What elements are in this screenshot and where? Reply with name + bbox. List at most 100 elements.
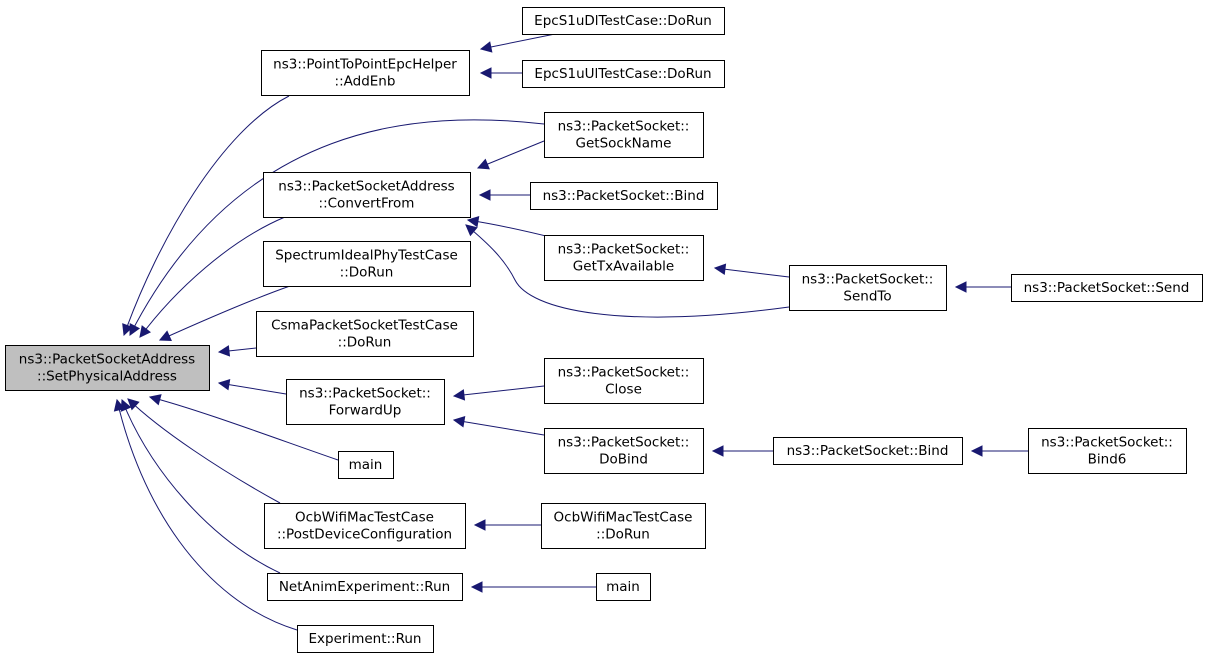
edge-n3-n1	[479, 67, 522, 79]
node-box[interactable]	[263, 241, 471, 287]
edge-arrowhead	[478, 189, 491, 201]
node-label-line: ForwardUp	[329, 403, 402, 419]
node-label-line: OcbWifiMacTestCase	[295, 510, 434, 526]
node-box[interactable]	[789, 265, 947, 311]
node-label-line: ns3::PacketSocket::Bind	[543, 188, 705, 204]
node-label-line: ::AddEnb	[335, 74, 396, 90]
node-n15[interactable]: ns3::PacketSocket::Bind	[773, 437, 963, 465]
node-label-line: NetAnimExperiment::Run	[279, 579, 450, 595]
edge-n11-n0	[217, 345, 257, 357]
node-label-line: ::DoRun	[596, 527, 650, 543]
edge-n17-n0	[148, 394, 339, 461]
node-box[interactable]	[522, 60, 725, 88]
edge-arrowhead	[452, 415, 466, 428]
node-box[interactable]	[544, 358, 704, 404]
node-box[interactable]	[267, 573, 463, 601]
root-node-box[interactable]	[5, 345, 210, 391]
edge-arrowhead	[479, 41, 493, 53]
node-box[interactable]	[1011, 274, 1203, 302]
edge-arrowhead	[127, 398, 140, 411]
edge-arrowhead	[465, 224, 478, 237]
edge-arrowhead	[970, 445, 983, 457]
node-n22[interactable]: Experiment::Run	[297, 625, 434, 653]
node-box[interactable]	[773, 437, 963, 465]
edge-n18-n0	[127, 398, 281, 504]
edge-arrowhead	[217, 345, 231, 357]
node-box[interactable]	[286, 379, 445, 425]
edge-n15-n14	[711, 445, 773, 457]
edge-line	[129, 119, 545, 336]
node-n16[interactable]: ns3::PacketSocket::Bind6	[1028, 428, 1187, 474]
node-label-line: SendTo	[843, 289, 891, 305]
node-n17[interactable]: main	[338, 451, 394, 479]
node-label-line: CsmaPacketSocketTestCase	[271, 318, 458, 334]
node-n1[interactable]: ns3::PointToPointEpcHelper::AddEnb	[261, 50, 470, 96]
node-box[interactable]	[541, 503, 706, 549]
node-box[interactable]	[297, 625, 434, 653]
node-n5[interactable]: ns3::PacketSocketAddress::ConvertFrom	[263, 172, 471, 218]
node-box[interactable]	[544, 235, 704, 281]
node-label-line: ns3::PacketSocket::	[558, 119, 690, 135]
node-n18[interactable]: OcbWifiMacTestCase::PostDeviceConfigurat…	[264, 503, 466, 549]
edge-line	[477, 140, 545, 169]
edge-n7-n5	[466, 215, 555, 239]
edge-line	[218, 382, 287, 395]
node-n8[interactable]: ns3::PacketSocket::SendTo	[789, 265, 947, 311]
node-label-line: ns3::PointToPointEpcHelper	[273, 57, 457, 73]
node-n9[interactable]: ns3::PacketSocket::Send	[1011, 274, 1203, 302]
edge-n13-n12	[452, 385, 545, 401]
edge-line	[714, 267, 790, 278]
node-n2[interactable]: EpcS1uDlTestCase::DoRun	[522, 7, 725, 35]
node-box[interactable]	[261, 50, 470, 96]
node-box[interactable]	[263, 172, 471, 218]
node-label-line: ::SetPhysicalAddress	[37, 369, 177, 385]
node-n3[interactable]: EpcS1uUlTestCase::DoRun	[522, 60, 725, 88]
node-n12[interactable]: ns3::PacketSocket::ForwardUp	[286, 379, 445, 425]
node-n4[interactable]: ns3::PacketSocket::GetSockName	[544, 112, 704, 158]
node-label-line: OcbWifiMacTestCase	[554, 510, 693, 526]
node-n20[interactable]: NetAnimExperiment::Run	[267, 573, 463, 601]
node-n7[interactable]: ns3::PacketSocket::GetTxAvailable	[544, 235, 704, 281]
edge-line	[480, 33, 556, 50]
node-box[interactable]	[544, 428, 704, 474]
node-label-line: GetSockName	[576, 136, 672, 152]
node-label-line: Experiment::Run	[309, 631, 422, 647]
node-n13[interactable]: ns3::PacketSocket::Close	[544, 358, 704, 404]
node-box[interactable]	[530, 182, 718, 210]
node-label-line: ns3::PacketSocket::	[558, 242, 690, 258]
edge-n6-n5	[478, 189, 530, 201]
node-box[interactable]	[544, 112, 704, 158]
edge-n5-n0	[139, 216, 286, 338]
edge-n4-n5	[476, 140, 545, 170]
node-n11[interactable]: CsmaPacketSocketTestCase::DoRun	[256, 311, 474, 357]
edge-n21-n20	[470, 581, 596, 593]
node-label-line: ns3::PacketSocket::	[299, 386, 431, 402]
edge-line	[149, 396, 339, 461]
edge-arrowhead	[148, 394, 162, 406]
edge-line	[127, 398, 281, 504]
node-label-line: ::DoRun	[338, 335, 392, 351]
node-box[interactable]	[522, 7, 725, 35]
node-box[interactable]	[256, 311, 474, 357]
node-label-line: ::DoRun	[340, 265, 394, 281]
node-label-line: GetTxAvailable	[573, 259, 674, 275]
node-box[interactable]	[596, 573, 651, 601]
edge-line	[453, 385, 545, 397]
edge-n8-n7	[713, 263, 790, 278]
edge-n16-n15	[970, 445, 1028, 457]
node-n21[interactable]: main	[596, 573, 651, 601]
edge-arrowhead	[713, 263, 727, 276]
node-label-line: ns3::PacketSocket::Bind	[787, 443, 949, 459]
node-n10[interactable]: SpectrumIdealPhyTestCase::DoRun	[263, 241, 471, 287]
node-n14[interactable]: ns3::PacketSocket::DoBind	[544, 428, 704, 474]
edge-arrowhead	[473, 519, 486, 531]
node-n0[interactable]: ns3::PacketSocketAddress::SetPhysicalAdd…	[5, 345, 210, 391]
edge-line	[116, 399, 298, 631]
node-n19[interactable]: OcbWifiMacTestCase::DoRun	[541, 503, 706, 549]
edge-n9-n8	[954, 281, 1011, 293]
node-n6[interactable]: ns3::PacketSocket::Bind	[530, 182, 718, 210]
node-box[interactable]	[1028, 428, 1187, 474]
node-box[interactable]	[264, 503, 466, 549]
node-box[interactable]	[338, 451, 394, 479]
